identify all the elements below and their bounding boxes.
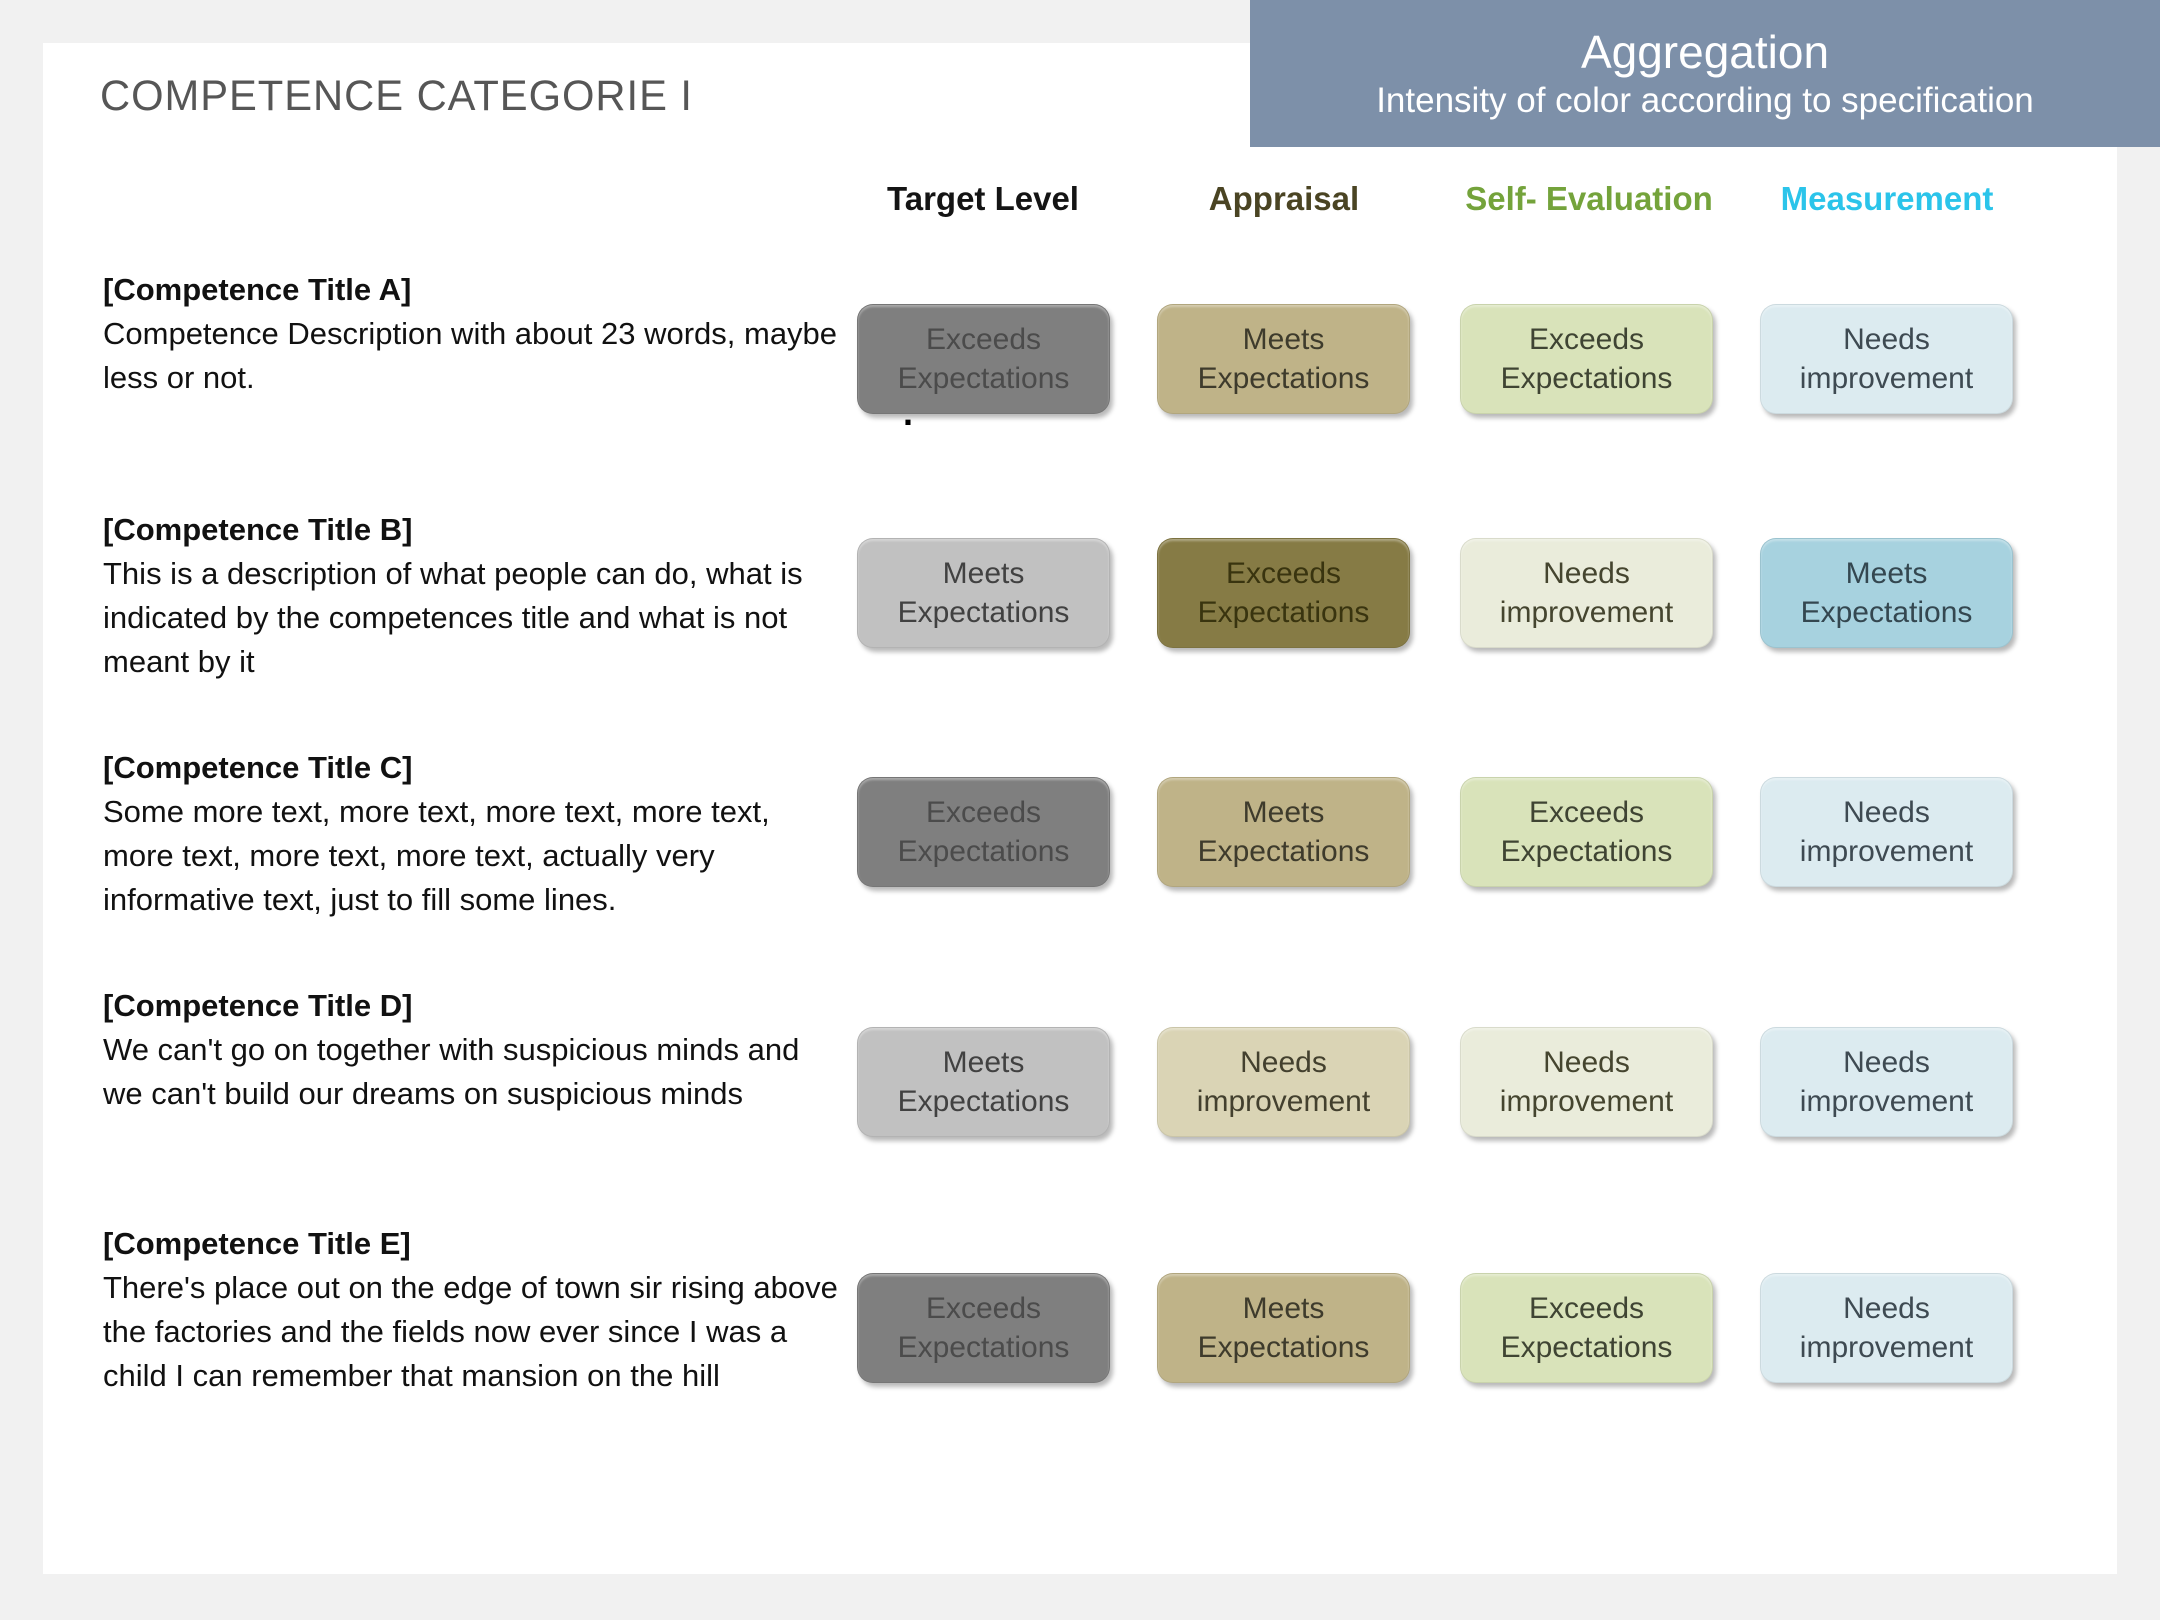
rating-badge: Exceeds Expectations [1460,304,1713,414]
competence-row: [Competence Title C] Some more text, more… [0,746,2160,986]
competence-description: This is a description of what people can… [103,556,803,679]
rating-badge: Exceeds Expectations [857,1273,1110,1383]
rating-badge: Meets Expectations [857,538,1110,648]
rating-badge: Meets Expectations [1157,304,1410,414]
competence-text: [Competence Title E] There's place out on… [103,1222,838,1398]
competence-row: [Competence Title E] There's place out on… [0,1222,2160,1462]
column-headers: Target Level Appraisal Self- Evaluation Mea… [0,180,2160,230]
rating-badge: Needs improvement [1760,1027,2013,1137]
competence-title: [Competence Title C] [103,750,413,785]
competence-text: [Competence Title C] Some more text, more… [103,746,838,922]
page-title: COMPETENCE CATEGORIE I [100,72,693,120]
banner-subtitle: Intensity of color according to specific… [1376,80,2034,120]
column-header-appraisal: Appraisal [1208,180,1360,217]
stray-period: . [903,392,914,433]
competence-title: [Competence Title A] [103,272,412,307]
competence-text: [Competence Title D] We can't go on toget… [103,984,838,1116]
competence-description: There's place out on the edge of town si… [103,1270,838,1393]
banner-title: Aggregation [1580,25,1830,78]
competence-title: [Competence Title E] [103,1226,411,1261]
column-header-measurement: Measurement [1780,180,1994,217]
competence-row: [Competence Title D] We can't go on toget… [0,984,2160,1224]
competence-text: [Competence Title B] This is a descriptio… [103,508,838,684]
rating-badge: Needs improvement [1460,538,1713,648]
rating-badge: Needs improvement [1760,304,2013,414]
rating-badge: Exceeds Expectations [857,304,1110,414]
rating-badge: Needs improvement [1760,777,2013,887]
rating-badge: Needs improvement [1460,1027,1713,1137]
competence-description: We can't go on together with suspicious … [103,1032,800,1111]
rating-badge: Exceeds Expectations [1157,538,1410,648]
rating-badge: Meets Expectations [857,1027,1110,1137]
rating-badge: Exceeds Expectations [857,777,1110,887]
column-header-target-level: Target Level [887,180,1079,217]
competence-row: [Competence Title A] Competence Descripti… [0,268,2160,508]
competence-description: Competence Description with about 23 wor… [103,316,838,395]
competence-title: [Competence Title B] [103,512,413,547]
rating-badge: Exceeds Expectations [1460,1273,1713,1383]
competence-row: [Competence Title B] This is a descriptio… [0,508,2160,748]
aggregation-banner: Aggregation Intensity of color according… [1250,0,2160,147]
competence-text: [Competence Title A] Competence Descripti… [103,268,838,400]
rating-badge: Meets Expectations [1760,538,2013,648]
rating-badge: Needs improvement [1157,1027,1410,1137]
rating-badge: Exceeds Expectations [1460,777,1713,887]
competence-title: [Competence Title D] [103,988,413,1023]
column-header-self-evaluation: Self- Evaluation [1465,180,1713,217]
rating-badge: Needs improvement [1760,1273,2013,1383]
competence-description: Some more text, more text, more text, mo… [103,794,770,917]
rating-badge: Meets Expectations [1157,777,1410,887]
rating-badge: Meets Expectations [1157,1273,1410,1383]
